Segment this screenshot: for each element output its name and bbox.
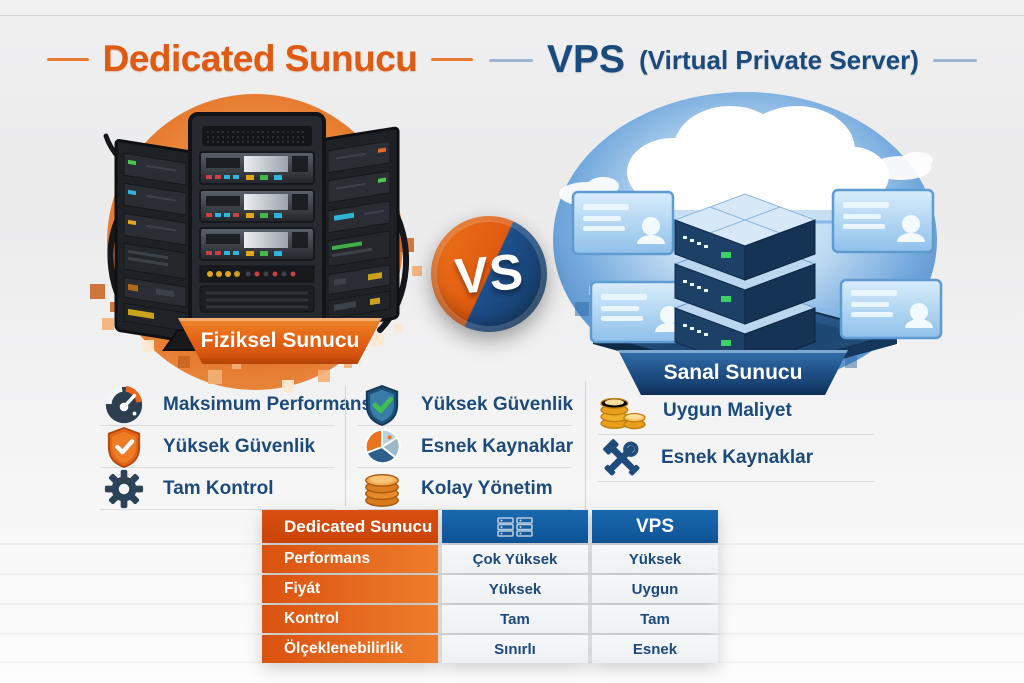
small-clouds bbox=[559, 152, 933, 206]
pixel-mosaic-decor bbox=[90, 238, 422, 392]
feature-item: Tam Kontrol bbox=[100, 468, 335, 510]
table-header-icon-cell bbox=[442, 510, 588, 543]
gear-icon bbox=[100, 468, 148, 510]
server-unit bbox=[199, 227, 315, 261]
isometric-server-stack bbox=[673, 193, 817, 369]
table-row-label: Kontrol bbox=[262, 605, 438, 633]
feature-item: Maksimum Performans bbox=[100, 384, 372, 426]
right-rack-tower bbox=[318, 126, 400, 331]
server-icon bbox=[497, 516, 533, 537]
vps-title-row: VPS (Virtual Private Server) bbox=[489, 38, 977, 82]
title-dash-left bbox=[489, 58, 534, 62]
dedicated-features-list: Maksimum Performans Yüksek Güvenlik bbox=[100, 384, 372, 510]
table-cell-vps: Uygun bbox=[592, 575, 718, 603]
coins-icon bbox=[598, 389, 648, 433]
sanal-sunucu-label: Sanal Sunucu bbox=[663, 360, 803, 384]
vm-window bbox=[589, 280, 693, 344]
feature-label: Esnek Kaynaklar bbox=[421, 435, 574, 457]
vs-label: VS bbox=[452, 243, 526, 305]
feature-item: Kolay Yönetim bbox=[358, 468, 572, 510]
vps-title: VPS bbox=[547, 38, 626, 81]
server-unit bbox=[199, 151, 315, 185]
vps-features-list: Yüksek Güvenlik Esnek Kaynaklar bbox=[358, 384, 574, 510]
table-cell-dedicated: Tam bbox=[442, 605, 588, 633]
vertical-divider bbox=[345, 386, 346, 506]
table-row-label: Performans bbox=[262, 545, 438, 573]
feature-item: Uygun Maliyet bbox=[598, 388, 874, 435]
feature-item: Esnek Kaynaklar bbox=[358, 426, 574, 468]
vs-badge: VS bbox=[431, 216, 547, 332]
blue-circle-background bbox=[553, 92, 937, 388]
vps-subtitle: (Virtual Private Server) bbox=[639, 44, 919, 75]
dedicated-title-row: Dedicated Sunucu bbox=[46, 38, 474, 80]
row-shadow-line bbox=[0, 573, 1024, 575]
shield-check-icon bbox=[100, 426, 148, 468]
dedicated-title: Dedicated Sunucu bbox=[102, 38, 418, 79]
comparison-table: Dedicated Sunucu VPS Performans Çok Yüks… bbox=[262, 510, 718, 663]
fiziksel-sunucu-banner: Fiziksel Sunucu bbox=[178, 318, 382, 364]
tools-icon bbox=[598, 436, 646, 480]
table-header-vps: VPS bbox=[592, 510, 718, 543]
gauge-icon bbox=[100, 384, 148, 426]
cloud bbox=[627, 106, 889, 220]
table-cell-dedicated: Çok Yüksek bbox=[442, 545, 588, 573]
table-cell-dedicated: Sınırlı bbox=[442, 635, 588, 663]
table-row-label: Ölçeklenebilirlik bbox=[262, 635, 438, 663]
feature-label: Yüksek Güvenlik bbox=[421, 393, 574, 415]
feature-label: Maksimum Performans bbox=[163, 393, 373, 415]
server-unit bbox=[199, 189, 315, 223]
feature-label: Tam Kontrol bbox=[163, 477, 274, 499]
left-rack-tower bbox=[114, 139, 196, 344]
pie-chart-icon bbox=[358, 426, 406, 468]
feature-label: Yüksek Güvenlik bbox=[163, 435, 316, 457]
title-dash-right bbox=[431, 57, 474, 61]
title-dash-right bbox=[932, 58, 977, 62]
sanal-sunucu-banner: Sanal Sunucu bbox=[618, 350, 848, 395]
vm-window bbox=[839, 278, 943, 340]
feature-label: Uygun Maliyet bbox=[663, 400, 792, 421]
fiziksel-sunucu-label: Fiziksel Sunucu bbox=[200, 329, 360, 352]
vertical-divider bbox=[585, 382, 586, 510]
feature-label: Kolay Yönetim bbox=[421, 477, 553, 499]
feature-item: Esnek Kaynaklar bbox=[598, 435, 874, 482]
connector-lines bbox=[673, 220, 841, 314]
row-shadow-line bbox=[0, 633, 1024, 635]
center-rack-tower bbox=[162, 112, 352, 351]
table-header-dedicated: Dedicated Sunucu bbox=[262, 510, 438, 543]
table-cell-vps: Tam bbox=[592, 605, 718, 633]
table-cell-vps: Esnek bbox=[592, 635, 718, 663]
shield-check-icon bbox=[358, 384, 406, 426]
table-cell-vps: Yüksek bbox=[592, 545, 718, 573]
table-cell-dedicated: Yüksek bbox=[442, 575, 588, 603]
title-dash-left bbox=[46, 57, 89, 61]
feature-label: Esnek Kaynaklar bbox=[661, 447, 814, 468]
row-shadow-line bbox=[0, 603, 1024, 605]
row-shadow-line bbox=[0, 543, 1024, 545]
top-divider-line bbox=[0, 15, 1024, 16]
vm-window bbox=[831, 188, 935, 254]
coins-icon bbox=[358, 469, 406, 509]
feature-item: Yüksek Güvenlik bbox=[100, 426, 335, 468]
cables bbox=[103, 133, 410, 333]
vm-window bbox=[571, 190, 675, 256]
led-panel-unit bbox=[199, 265, 315, 283]
feature-item: Yüksek Güvenlik bbox=[358, 384, 574, 426]
table-row-label: Fiyát bbox=[262, 575, 438, 603]
vent-unit bbox=[199, 285, 315, 313]
vps-benefits-list: Uygun Maliyet bbox=[598, 388, 874, 482]
